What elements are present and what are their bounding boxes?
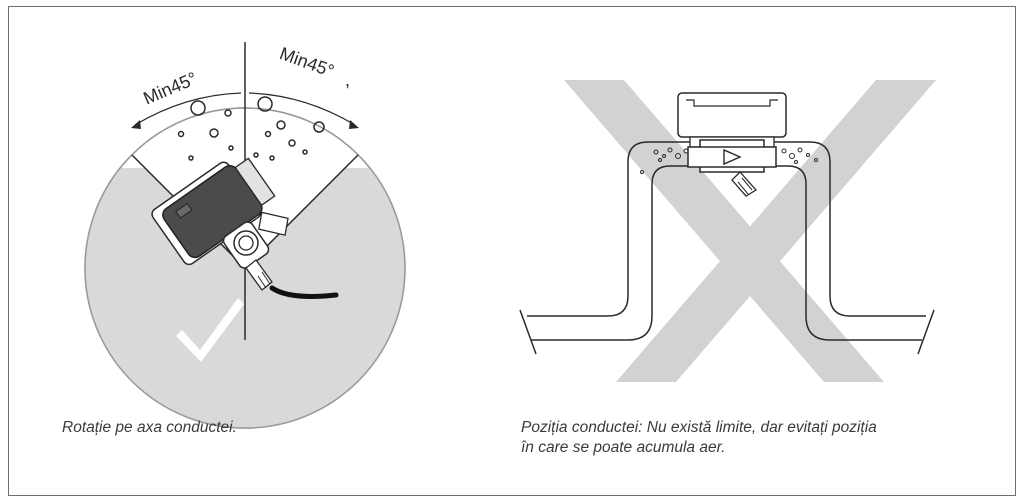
- pipe-position-diagram: [519, 80, 936, 382]
- sensor-connector: [222, 221, 273, 291]
- angle-label-right-mark: ,: [345, 70, 350, 90]
- air-bubbles-left: [177, 100, 234, 161]
- cable: [269, 285, 339, 299]
- flow-meter-top: [677, 92, 787, 197]
- left-caption: Rotație pe axa conductei.: [62, 419, 237, 436]
- angle-label-right: Min45°: [277, 43, 337, 81]
- rotation-diagram: Min45° Min45° ,: [84, 42, 406, 429]
- cross-icon: [564, 80, 936, 382]
- flow-direction-arrow-icon: [723, 148, 742, 166]
- angle-label-left: Min45°: [140, 68, 200, 108]
- flow-meter-rotated: [151, 157, 289, 266]
- right-caption-line-1: Poziția conductei: Nu există limite, dar…: [521, 419, 877, 436]
- air-bubbles-right: [253, 96, 325, 161]
- angle-arc-right: [248, 92, 356, 126]
- angle-arc-left: [134, 92, 242, 126]
- check-icon: [176, 298, 244, 362]
- right-caption: Poziția conductei: Nu există limite, dar…: [521, 418, 991, 458]
- right-caption-line-2: în care se poate acumula aer.: [521, 439, 726, 456]
- pipe-end-left: [519, 309, 537, 355]
- pipe-end-right: [917, 309, 935, 355]
- water-filled-sector: [85, 168, 405, 428]
- figure-frame: [8, 6, 1016, 496]
